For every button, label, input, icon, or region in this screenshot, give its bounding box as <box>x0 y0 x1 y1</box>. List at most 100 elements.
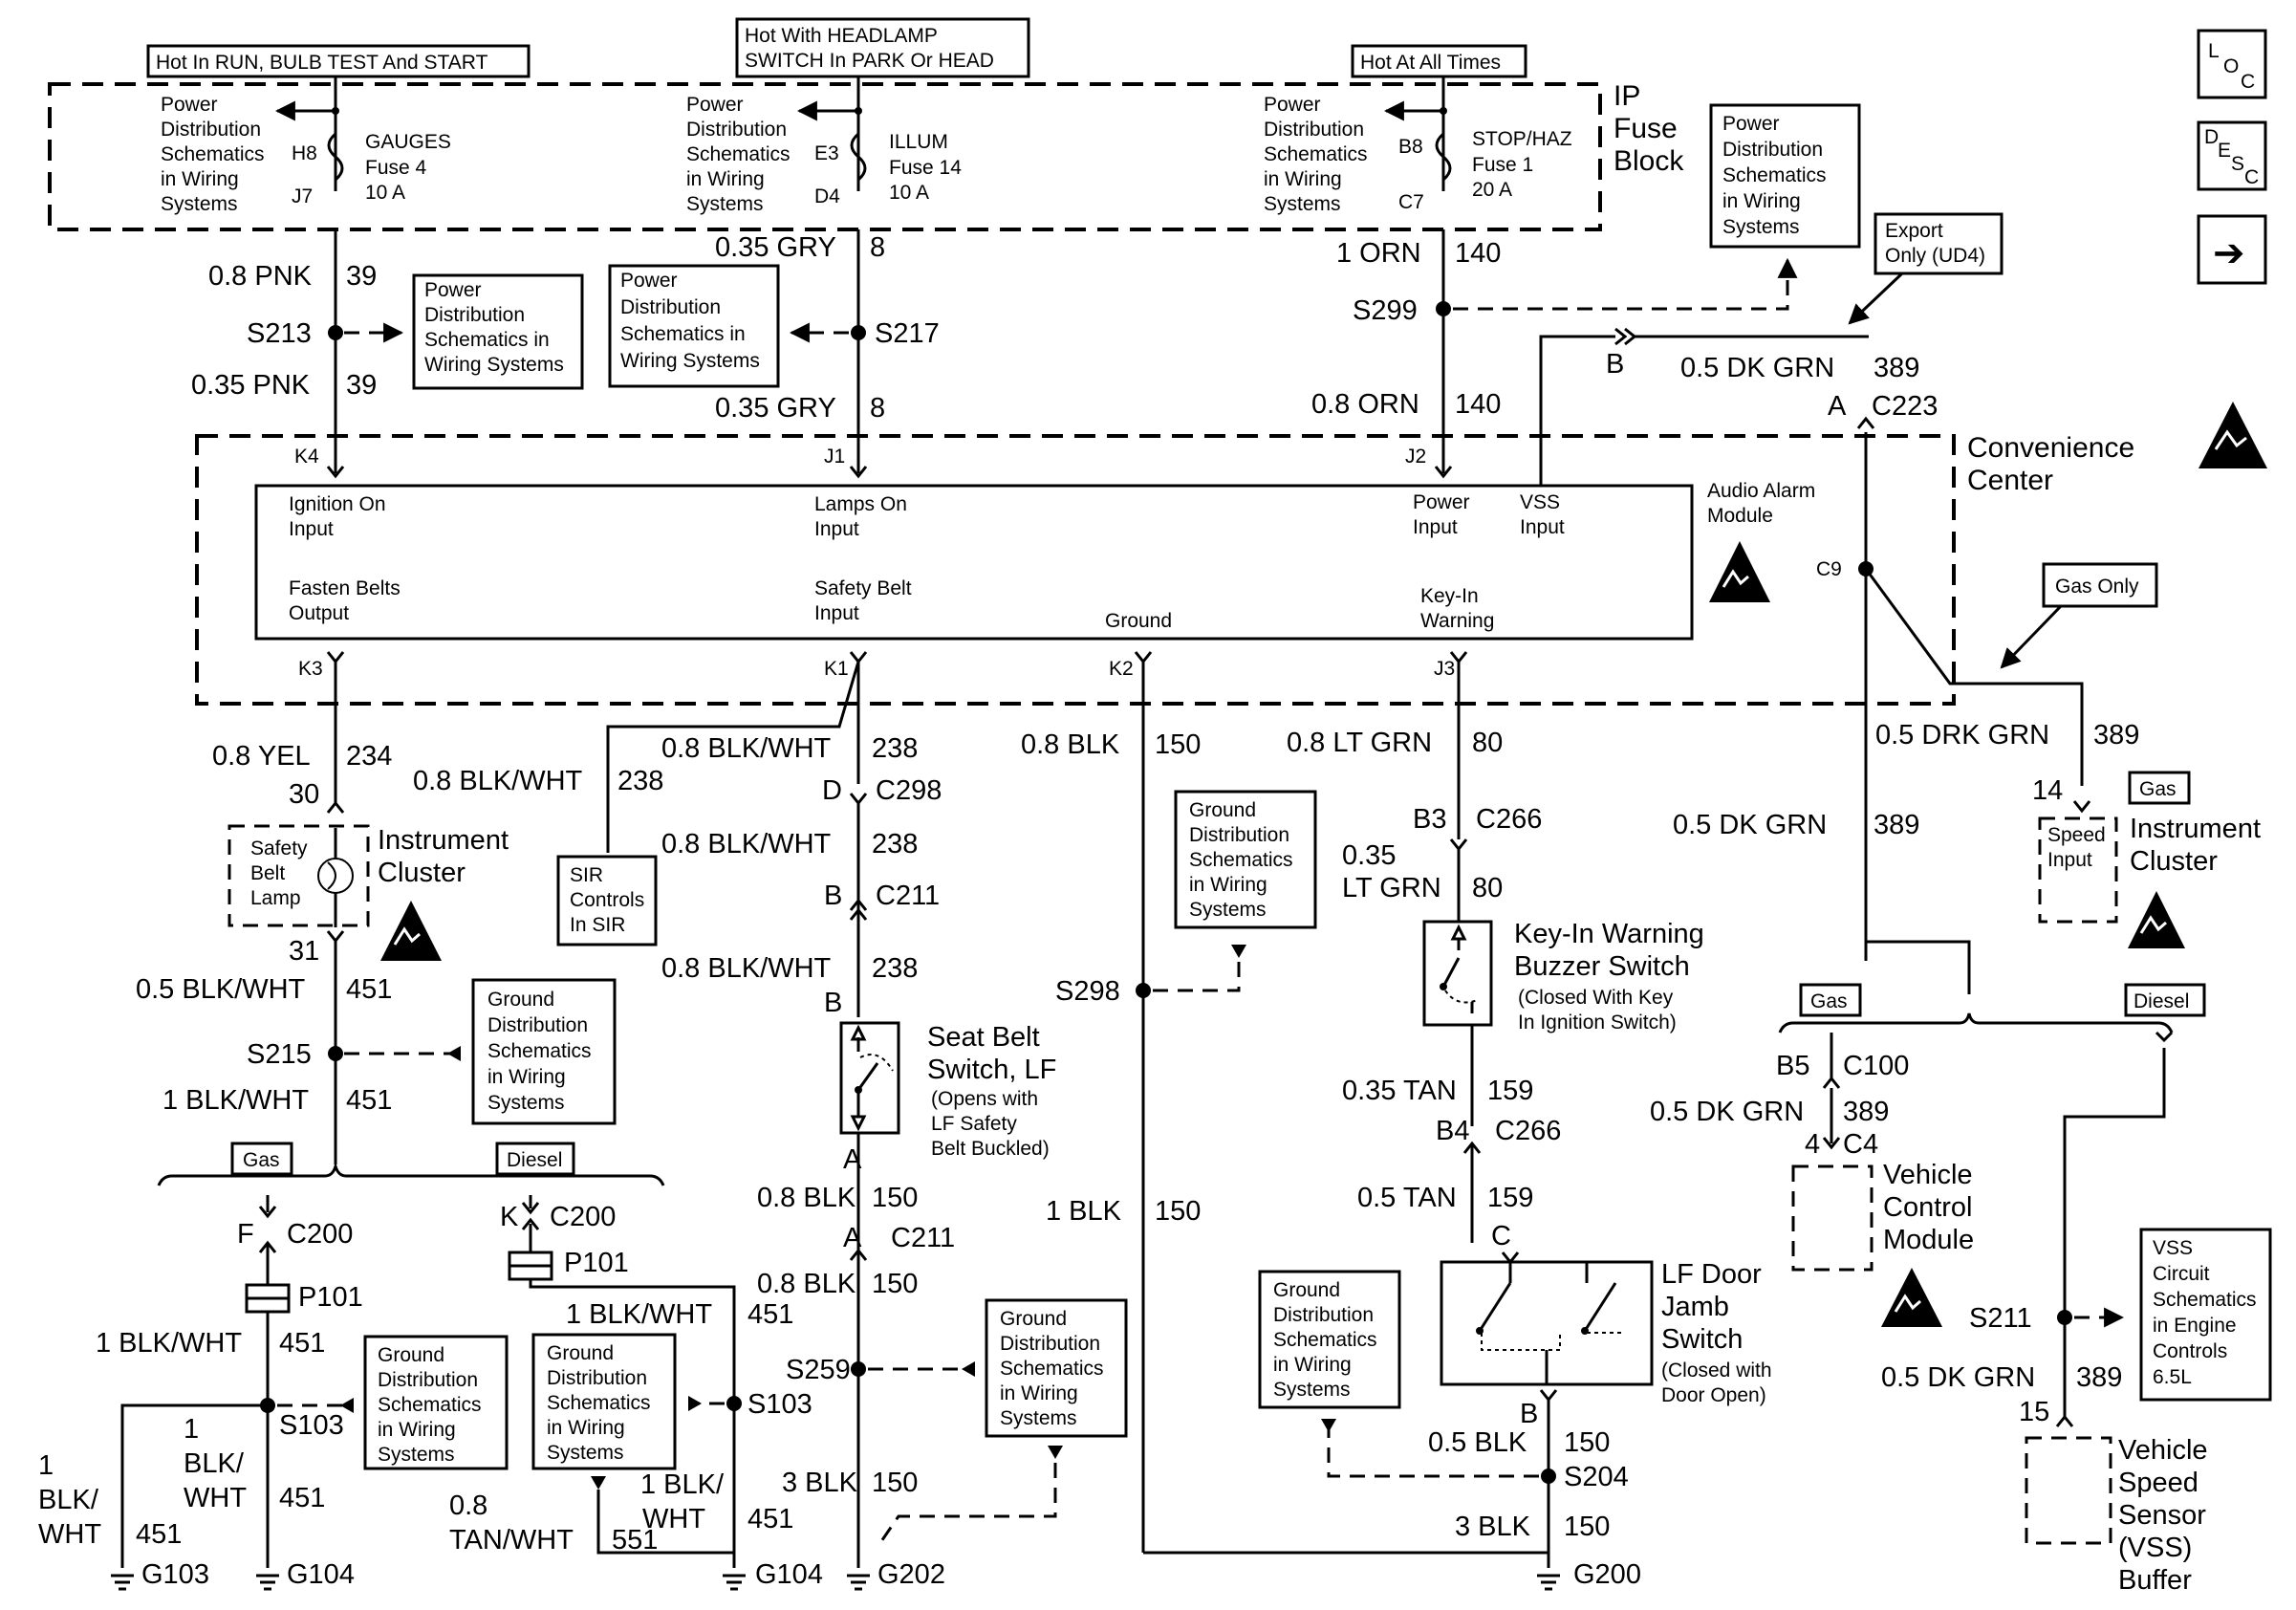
svg-text:0.35 TAN: 0.35 TAN <box>1342 1076 1457 1106</box>
svg-text:Key-In: Key-In <box>1420 585 1479 607</box>
svg-text:in Wiring: in Wiring <box>1189 874 1267 896</box>
svg-text:LF Door: LF Door <box>1661 1259 1762 1290</box>
svg-text:G200: G200 <box>1573 1559 1641 1590</box>
diesel-tag: Diesel <box>495 1142 575 1176</box>
svg-text:O: O <box>2223 55 2239 77</box>
svg-text:E: E <box>2218 140 2231 162</box>
gds-box-s103-right: Ground Distribution Schematics in Wiring… <box>531 1333 677 1470</box>
svg-text:Systems: Systems <box>686 193 764 215</box>
svg-text:0.8 BLK/WHT: 0.8 BLK/WHT <box>661 829 832 859</box>
svg-text:150: 150 <box>1564 1427 1610 1458</box>
svg-text:C: C <box>2244 166 2259 188</box>
gds-box-s259: Ground Distribution Schematics in Wiring… <box>985 1298 1128 1438</box>
svg-text:D: D <box>822 775 842 806</box>
svg-text:0.5 BLK: 0.5 BLK <box>1428 1427 1527 1458</box>
svg-text:(Closed with: (Closed with <box>1661 1360 1772 1382</box>
svg-text:Instrument: Instrument <box>378 825 509 856</box>
svg-text:Schematics: Schematics <box>2153 1289 2257 1311</box>
svg-text:in Wiring: in Wiring <box>378 1419 456 1441</box>
esd-icon <box>2199 402 2267 468</box>
svg-text:Schematics: Schematics <box>1722 164 1827 186</box>
svg-text:1 BLK/WHT: 1 BLK/WHT <box>566 1299 712 1330</box>
svg-text:Block: Block <box>1614 145 1684 177</box>
svg-text:140: 140 <box>1455 238 1501 269</box>
instrument-cluster-left: Safety Belt Lamp Instrument Cluster <box>227 824 509 927</box>
svg-text:Power: Power <box>424 279 482 301</box>
svg-text:0.8 BLK/WHT: 0.8 BLK/WHT <box>661 953 832 984</box>
svg-text:C7: C7 <box>1398 191 1424 213</box>
svg-text:STOP/HAZ: STOP/HAZ <box>1472 128 1572 150</box>
audio-alarm-module <box>254 484 1694 641</box>
ground-g103: G103 <box>111 1559 209 1591</box>
svg-text:Fuse 4: Fuse 4 <box>365 157 427 179</box>
svg-text:B: B <box>1606 349 1624 380</box>
svg-text:BLK/: BLK/ <box>38 1485 99 1515</box>
svg-text:Input: Input <box>814 602 859 624</box>
svg-text:80: 80 <box>1472 873 1503 903</box>
svg-text:G104: G104 <box>287 1559 355 1590</box>
splice-s217: S217 <box>875 318 940 349</box>
svg-text:3 BLK: 3 BLK <box>1455 1512 1531 1542</box>
svg-text:451: 451 <box>346 974 392 1005</box>
svg-text:in Wiring: in Wiring <box>1000 1382 1078 1404</box>
svg-text:451: 451 <box>279 1328 325 1359</box>
svg-text:in Wiring: in Wiring <box>547 1417 625 1439</box>
svg-text:Systems: Systems <box>1722 216 1800 238</box>
svg-text:6.5L: 6.5L <box>2153 1366 2192 1388</box>
svg-text:3 BLK: 3 BLK <box>782 1468 858 1498</box>
svg-text:Schematics: Schematics <box>547 1392 651 1414</box>
svg-text:159: 159 <box>1487 1076 1533 1106</box>
svg-text:389: 389 <box>1874 353 1919 383</box>
svg-text:J1: J1 <box>824 446 845 468</box>
svg-text:0.35: 0.35 <box>1342 840 1396 871</box>
svg-text:1 BLK/WHT: 1 BLK/WHT <box>96 1328 242 1359</box>
svg-text:Door Open): Door Open) <box>1661 1384 1766 1406</box>
svg-text:Hot With HEADLAMP: Hot With HEADLAMP <box>745 25 938 47</box>
svg-text:1: 1 <box>38 1450 54 1481</box>
svg-text:Fuse 1: Fuse 1 <box>1472 154 1533 176</box>
svg-text:0.8 BLK: 0.8 BLK <box>1021 729 1120 760</box>
svg-text:VSS: VSS <box>1520 491 1560 513</box>
svg-text:VSS: VSS <box>2153 1237 2193 1259</box>
svg-text:Fuse: Fuse <box>1614 113 1678 144</box>
ground-g202: G202 <box>847 1559 945 1591</box>
pds-box-top-right: Power Distribution Schematics in Wiring … <box>1709 103 1861 249</box>
svg-text:0.35 GRY: 0.35 GRY <box>715 232 836 263</box>
svg-text:Systems: Systems <box>1273 1379 1351 1401</box>
svg-text:1 BLK/WHT: 1 BLK/WHT <box>162 1085 309 1116</box>
svg-text:551: 551 <box>612 1525 658 1556</box>
svg-text:in Engine: in Engine <box>2153 1315 2237 1337</box>
esd-icon <box>1881 1268 1942 1327</box>
svg-text:Gas: Gas <box>1810 990 1848 1012</box>
next-arrow-icon[interactable]: ➔ <box>2197 214 2267 285</box>
svg-text:150: 150 <box>1564 1512 1610 1542</box>
svg-text:8: 8 <box>870 232 885 263</box>
svg-text:WHT: WHT <box>184 1483 247 1513</box>
loc-icon[interactable]: L O C <box>2197 29 2267 99</box>
svg-text:B: B <box>1520 1399 1538 1429</box>
gds-box-s204: Ground Distribution Schematics in Wiring… <box>1258 1270 1401 1409</box>
ground-g200: G200 <box>1537 1559 1641 1591</box>
diesel-tag-right: Diesel <box>2124 983 2206 1017</box>
svg-text:Safety: Safety <box>250 838 308 859</box>
desc-icon[interactable]: D E S C <box>2197 120 2267 191</box>
svg-text:31: 31 <box>289 936 319 967</box>
svg-text:0.8 BLK: 0.8 BLK <box>757 1269 856 1299</box>
svg-text:F: F <box>237 1219 254 1250</box>
splice-s204: S204 <box>1564 1462 1629 1492</box>
svg-text:Jamb: Jamb <box>1661 1292 1729 1322</box>
svg-text:J2: J2 <box>1405 446 1426 468</box>
svg-text:238: 238 <box>872 953 918 984</box>
svg-text:Only (UD4): Only (UD4) <box>1885 245 1985 267</box>
svg-text:C: C <box>2241 71 2255 93</box>
svg-text:Distribution: Distribution <box>686 119 787 141</box>
svg-text:Ground: Ground <box>547 1342 614 1364</box>
lf-door-jamb-switch: LF Door Jamb Switch (Closed with Door Op… <box>1440 1259 1772 1406</box>
svg-text:4: 4 <box>1805 1129 1820 1160</box>
svg-text:LF Safety: LF Safety <box>931 1113 1017 1135</box>
svg-text:39: 39 <box>346 370 377 401</box>
svg-text:G202: G202 <box>877 1559 945 1590</box>
svg-text:Power: Power <box>1722 113 1780 135</box>
svg-text:Systems: Systems <box>1264 193 1341 215</box>
fuse-gauges: H8 J7 GAUGES Fuse 4 10 A Power Distribut… <box>161 76 451 215</box>
